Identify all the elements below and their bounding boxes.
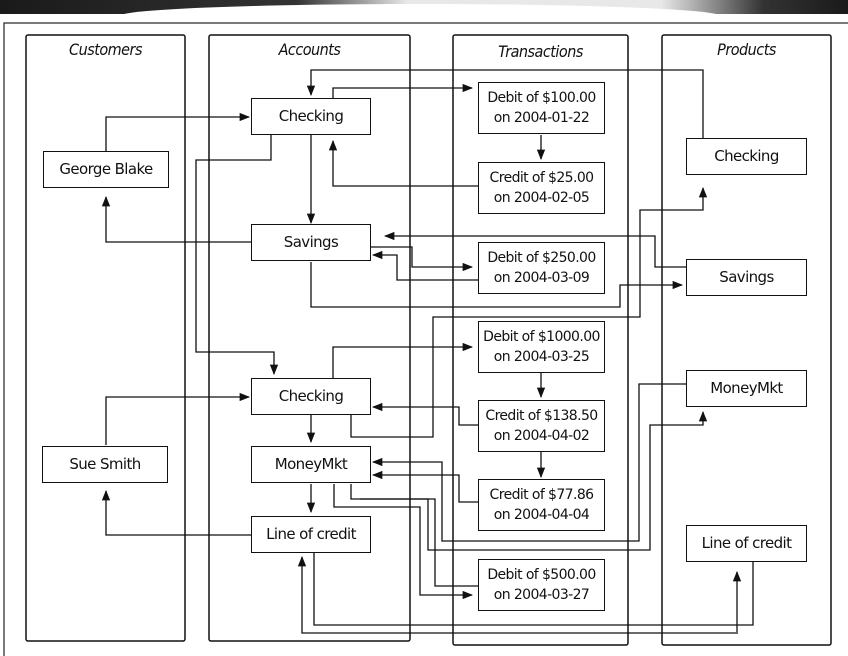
account-node[interactable]: MoneyMkt xyxy=(251,446,371,483)
product-node[interactable]: Savings xyxy=(686,259,807,296)
lane-transactions xyxy=(452,34,629,646)
lane-customers xyxy=(25,34,186,642)
transaction-node[interactable]: Credit of $138.50 on 2004-04-02 xyxy=(478,400,605,452)
edge-checking2-prodchecking xyxy=(350,186,708,438)
edge-sue-checking2 xyxy=(105,392,251,445)
transaction-date: on 2004-03-25 xyxy=(493,349,590,365)
edge-savings-george xyxy=(101,195,251,243)
transaction-amount: Debit of $1000.00 xyxy=(483,329,600,345)
edge-checking2-t4 xyxy=(332,342,474,378)
account-node[interactable]: Checking xyxy=(251,378,371,415)
product-node[interactable]: MoneyMkt xyxy=(686,370,807,407)
transaction-date: on 2004-02-05 xyxy=(493,190,590,206)
edge-checking1-checking2 xyxy=(195,135,279,376)
edge-prodloc-loc xyxy=(297,555,736,634)
transaction-node[interactable]: Debit of $500.00 on 2004-03-27 xyxy=(478,559,605,611)
edge-t2-checking1 xyxy=(328,139,478,187)
edge-prodsavings-savings xyxy=(383,231,686,268)
product-node[interactable]: Checking xyxy=(686,138,807,175)
transaction-amount: Debit of $100.00 xyxy=(487,90,596,106)
edge-t6-moneymkt xyxy=(371,470,478,503)
page-scan-edge xyxy=(0,0,848,16)
lane-title-products: Products xyxy=(717,40,776,59)
product-node[interactable]: Line of credit xyxy=(686,525,807,562)
customer-node[interactable]: Sue Smith xyxy=(42,446,168,483)
lane-title-customers: Customers xyxy=(69,40,142,59)
outer-frame xyxy=(3,22,848,656)
edge-loc-prodloc xyxy=(313,553,754,626)
transaction-amount: Debit of $500.00 xyxy=(487,567,596,583)
edge-t7-moneymkt xyxy=(360,498,478,587)
transaction-amount: Credit of $138.50 xyxy=(485,408,598,424)
transaction-amount: Credit of $25.00 xyxy=(489,170,594,186)
transaction-date: on 2004-03-27 xyxy=(493,587,590,603)
edge-t5-checking2 xyxy=(371,402,478,426)
edge-george-checking1 xyxy=(105,112,251,151)
lane-title-accounts: Accounts xyxy=(278,40,341,59)
account-node[interactable]: Savings xyxy=(251,224,371,261)
lane-products xyxy=(661,34,832,646)
transaction-date: on 2004-04-02 xyxy=(493,428,590,444)
transaction-amount: Credit of $77.86 xyxy=(489,487,594,503)
transaction-date: on 2004-03-09 xyxy=(493,270,590,286)
transaction-amount: Debit of $250.00 xyxy=(487,250,596,266)
customer-node[interactable]: George Blake xyxy=(43,151,169,188)
transaction-node[interactable]: Debit of $100.00 on 2004-01-22 xyxy=(478,82,605,134)
edge-savings-t3 xyxy=(369,246,474,272)
transaction-date: on 2004-04-04 xyxy=(493,507,590,523)
transaction-node[interactable]: Credit of $25.00 on 2004-02-05 xyxy=(478,162,605,214)
edge-moneymkt-t7 xyxy=(333,484,474,600)
edge-savings-prodsavings xyxy=(310,262,684,308)
edge-prodmoneymkt-moneymkt xyxy=(371,383,686,542)
transaction-date: on 2004-01-22 xyxy=(493,110,590,126)
edge-checking1-t1 xyxy=(332,83,474,99)
edge-prodchecking-checking1 xyxy=(306,69,704,138)
edge-loc-sue xyxy=(101,489,251,536)
transaction-node[interactable]: Debit of $1000.00 on 2004-03-25 xyxy=(478,321,605,373)
edge-t3-savings xyxy=(371,250,478,281)
account-node[interactable]: Checking xyxy=(251,98,371,135)
lane-accounts xyxy=(208,34,411,642)
transaction-node[interactable]: Debit of $250.00 on 2004-03-09 xyxy=(478,242,605,294)
account-node[interactable]: Line of credit xyxy=(251,516,371,553)
transaction-node[interactable]: Credit of $77.86 on 2004-04-04 xyxy=(478,479,605,531)
lane-title-transactions: Transactions xyxy=(498,42,583,61)
